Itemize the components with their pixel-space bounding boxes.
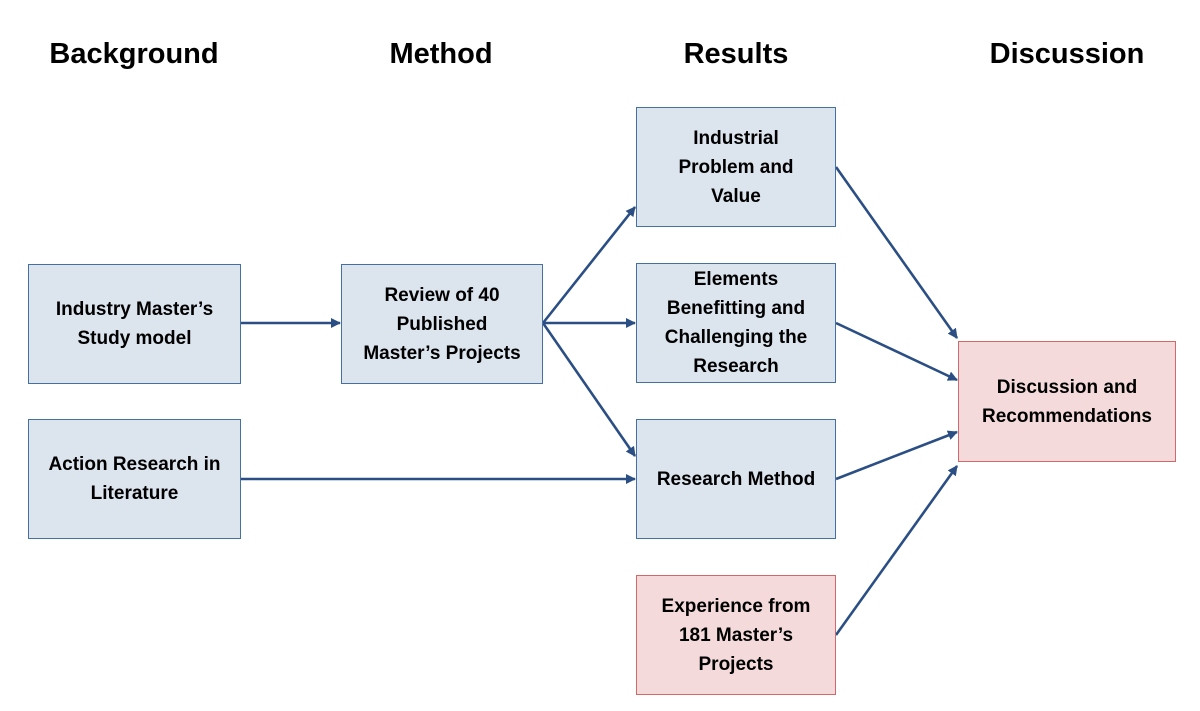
node-action-research: Action Research in Literature [28, 419, 241, 539]
arrow-elements-to-discussion [835, 321, 958, 382]
node-industry-study-model: Industry Master’s Study model [28, 264, 241, 384]
node-line: Elements [693, 269, 779, 290]
node-line: Experience from [661, 595, 811, 617]
node-line: Industrial [693, 127, 779, 149]
node-industrial-problem: Industrial Problem and Value [636, 107, 836, 227]
node-review: Review of 40 Published Master’s Projects [341, 264, 543, 384]
arrow-experience-to-discussion [834, 465, 959, 636]
node-line: Benefitting and [666, 298, 806, 319]
node-line: Value [711, 185, 761, 207]
node-line: Problem and [678, 156, 794, 178]
node-discussion-recommendations: Discussion and Recommendations [958, 341, 1176, 462]
node-line: Projects [698, 653, 774, 675]
column-header-background: Background [49, 38, 219, 70]
node-line: Action Research in [48, 454, 221, 475]
arrow-review-to-research-method [541, 322, 637, 457]
column-header-discussion: Discussion [989, 38, 1145, 70]
node-line: Review of 40 [384, 284, 500, 306]
column-header-results: Results [683, 38, 789, 70]
node-line: Literature [90, 483, 179, 504]
arrow-research-method-to-discussion [835, 430, 958, 481]
node-experience: Experience from 181 Master’s Projects [636, 575, 836, 695]
node-line: 181 Master’s [678, 624, 794, 646]
node-research-method: Research Method [636, 419, 836, 539]
node-elements: Elements Benefitting and Challenging the… [636, 263, 836, 383]
node-line: Challenging the [664, 327, 808, 348]
arrow-review-to-industrial-problem [541, 206, 637, 324]
node-line: Research Method [656, 468, 816, 490]
node-line: Published [396, 313, 488, 335]
column-header-method: Method [389, 38, 493, 70]
node-line: Industry Master’s [55, 299, 214, 320]
arrow-industrial-problem-to-discussion [834, 166, 959, 339]
node-line: Research [693, 356, 779, 377]
node-line: Recommendations [982, 405, 1152, 427]
node-line: Study model [77, 328, 192, 349]
node-line: Discussion and [996, 376, 1138, 398]
node-line: Master’s Projects [363, 342, 521, 364]
